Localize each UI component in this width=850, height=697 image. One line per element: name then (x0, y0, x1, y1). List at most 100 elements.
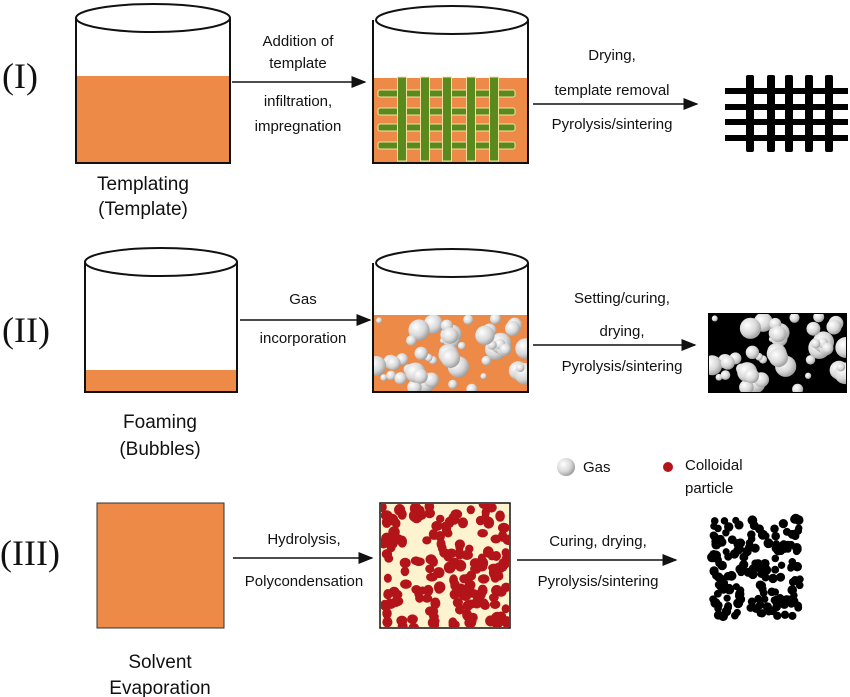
colloidal-particle (388, 526, 400, 538)
sintered-particle (724, 522, 734, 532)
gas-bubble (835, 337, 846, 358)
step-text: impregnation (255, 118, 342, 135)
sintered-particle (747, 530, 756, 539)
colloidal-particle (443, 561, 456, 574)
sintered-particle (793, 601, 803, 610)
gas-bubble (414, 346, 428, 361)
sintered-particle (761, 573, 770, 582)
colloidal-particle (384, 598, 396, 609)
sintered-particle (762, 532, 770, 540)
sintered-particle (713, 589, 722, 598)
gas-bubble (441, 327, 459, 344)
colloidal-particle (481, 507, 490, 518)
gas-bubble (745, 345, 760, 360)
step-text: Curing, drying, (549, 533, 647, 550)
sintered-particle (747, 515, 758, 526)
colloidal-particle (429, 556, 438, 567)
gas-bubble (821, 342, 834, 354)
template-fibre (489, 76, 499, 162)
sintered-particle (711, 539, 722, 550)
colloidal-particle (382, 607, 392, 620)
colloidal-particle (495, 611, 507, 621)
sintered-particle (745, 539, 754, 547)
gas-bubble (720, 355, 735, 370)
sintered-particle (775, 594, 785, 603)
colloidal-particle (455, 541, 464, 553)
gas-bubble (826, 319, 842, 335)
sintered-particle (747, 597, 757, 606)
gas-bubble (394, 372, 407, 385)
step-text: Pyrolysis/sintering (552, 116, 673, 133)
gas-bubble (515, 363, 525, 373)
step-text: infiltration, (264, 93, 332, 110)
colloidal-particle (462, 600, 474, 611)
gas-bubble (374, 355, 387, 376)
colloidal-particle (400, 579, 412, 589)
colloidal-particle (477, 574, 490, 584)
sintered-particle (719, 585, 728, 594)
row-templating: (I) Templating (Template) Addition of te… (2, 3, 848, 220)
colloidal-particle (399, 557, 411, 569)
colloidal-particle (384, 554, 394, 563)
sintered-particle (718, 577, 727, 586)
gas-bubble (711, 315, 718, 322)
colloidal-particle (396, 615, 408, 626)
sintered-particle (772, 543, 783, 554)
gas-bubble (804, 372, 812, 379)
gas-bubble (408, 319, 430, 341)
porous-product-particles (707, 513, 804, 622)
colloidal-particle (448, 617, 458, 627)
sintered-particle (795, 524, 803, 532)
sintered-particle (768, 573, 778, 584)
step-text: Drying, (588, 47, 636, 64)
colloidal-particle (423, 584, 434, 596)
sintered-particle (710, 532, 719, 541)
legend-colloidal-label: particle (685, 480, 733, 497)
colloidal-particle (469, 558, 482, 569)
gas-bubble (489, 315, 501, 325)
grid-strut (746, 75, 754, 152)
colloidal-particle (407, 614, 418, 625)
sintered-particle (730, 611, 739, 620)
sintered-particle (771, 554, 780, 563)
gas-bubble (386, 356, 401, 371)
colloidal-particle (475, 515, 485, 526)
sintered-particle (732, 583, 740, 591)
row-numeral: (I) (2, 56, 38, 96)
colloidal-particle (382, 616, 393, 627)
colloidal-particle (397, 508, 407, 520)
colloidal-particle (489, 600, 501, 609)
step-text: Hydrolysis, (267, 531, 340, 548)
sintered-particle (724, 585, 735, 595)
step-text: Gas (289, 291, 317, 308)
sintered-particle (743, 567, 753, 577)
sintered-particle (756, 609, 765, 618)
colloidal-particle (386, 513, 399, 526)
sintered-particle (758, 584, 767, 593)
colloidal-particle (435, 514, 445, 523)
gas-bubble (744, 368, 760, 384)
colloidal-particle (466, 505, 476, 515)
colloidal-particle (449, 574, 458, 586)
sintered-particle (771, 531, 780, 541)
row-foaming: (II) Foaming (Bubbles) Gas incorporation… (2, 247, 847, 497)
gas-bubble (504, 321, 521, 337)
sintered-particle (793, 545, 802, 554)
gas-bubble-icon (557, 458, 575, 476)
colloidal-particle (443, 529, 453, 538)
sintered-particle (714, 524, 722, 533)
sintered-particle (791, 575, 800, 584)
colloidal-particle (483, 516, 495, 529)
gas-bubble (810, 338, 821, 349)
gas-bubble (380, 374, 388, 381)
colloidal-particle (482, 546, 494, 558)
sintered-particle (733, 598, 744, 609)
sintered-particle (771, 565, 780, 574)
gas-bubble (481, 355, 492, 366)
gas-bubble (412, 368, 428, 384)
beaker-slurry (84, 247, 238, 393)
colloidal-particle (434, 582, 444, 594)
step-text: template removal (554, 82, 669, 99)
method-label: (Bubbles) (119, 439, 200, 460)
